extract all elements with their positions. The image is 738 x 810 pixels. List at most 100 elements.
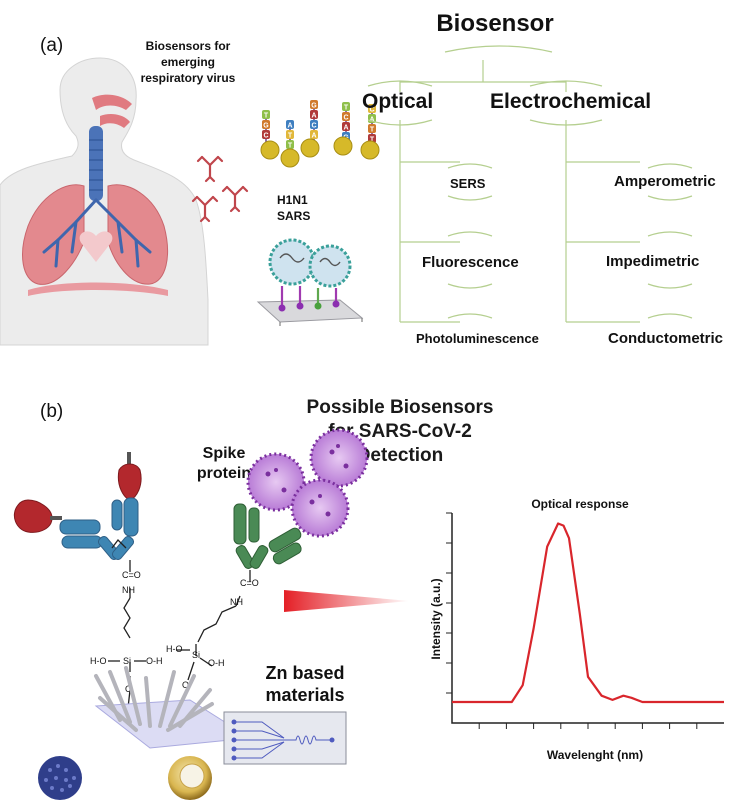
dna-base [342,102,350,111]
zn-nanorods [94,666,214,732]
dna-base [342,132,350,141]
heart [79,231,113,262]
virus-label-sars: SARS [277,209,311,223]
dna-base-letter: T [288,133,293,140]
dna-base-letter: A [311,113,316,120]
caption-line-2: emerging [160,55,215,69]
chem-left-oh: O-H [146,656,163,666]
chart-axes [451,513,724,724]
spike-protein-left [13,499,62,533]
core-shell-nanoparticle [168,756,212,800]
chem-left-ho: H-O [90,656,107,666]
dna-base [286,140,294,149]
panel-b-label: (b) [40,401,64,422]
dna-base-letter: A [369,117,374,124]
virus-label-h1n1: H1N1 [277,193,308,207]
dna-base-letter: C [343,115,348,122]
dna-base [262,130,270,139]
title-line-3: Detection [356,445,444,466]
dna-base-letter: T [288,143,293,150]
dna-base-letter: T [264,113,269,120]
chem-left-co: C=O [122,570,141,580]
caption-line-1: Biosensors for [145,39,231,53]
dna-base [286,120,294,129]
tree-leaf-fluorescence: Fluorescence [422,254,519,271]
tree-leaf-conductometric: Conductometric [608,330,724,347]
dna-base-letter: A [311,133,316,140]
spike-protein-top [117,452,142,501]
chem-left-nh: NH [122,585,135,595]
dna-base-letter: A [343,125,348,132]
dna-base [286,130,294,139]
chart-title: Optical response [531,497,629,511]
antibody-left [59,497,139,561]
chem-right-co: C=O [240,578,259,588]
substrate-plate [94,699,252,749]
chart-series-line [452,522,724,704]
title-line-2: for SARS-CoV-2 [328,421,472,442]
virus-particle-1 [268,238,316,286]
dna-base [310,110,318,119]
body-silhouette [0,57,209,346]
chem-right-ho: H-O [166,644,183,654]
tree-leaf-sers: SERS [450,176,486,191]
dna-base [310,130,318,139]
chem-right-oh: O-H [208,658,225,668]
trachea [89,126,103,201]
dna-base [342,112,350,121]
chem-right-si: Si [192,650,201,660]
chart-ylabel: Intensity (a.u.) [429,578,443,660]
zn-line-2: materials [265,685,345,705]
antibody-middle [233,503,302,569]
oral-cavity [100,114,130,128]
dna-base [368,134,376,143]
nasal-cavity [92,94,132,110]
dna-base-letter: A [287,123,292,130]
dna-base [368,114,376,123]
virus-labels: H1N1 SARS [277,192,310,224]
chart-xlabel: Wavelenght (nm) [546,748,644,762]
right-lung [107,184,168,285]
dna-base-letter: G [263,123,269,130]
spike-line-2: protein [196,465,252,482]
chem-left-o: O [125,684,133,694]
dna-base [310,100,318,109]
chem-right-o: O [182,680,190,690]
porous-nanoparticle [38,756,82,800]
tree-leaf-impedimetric: Impedimetric [606,253,700,270]
electrode-chip [223,711,347,765]
sensor-chip [256,299,364,323]
dna-base-letter: T [370,137,375,144]
dna-base [368,124,376,133]
left-lung [22,184,85,285]
tree-leaf-photoluminescence: Photoluminescence [416,331,539,346]
dna-base [342,122,350,131]
zn-materials-label: Zn based materials [250,662,360,706]
diaphragm [28,282,168,296]
tree-leaf-amperometric: Amperometric [614,173,716,190]
chem-left-si: Si [123,656,132,666]
tree-branch-optical: Optical [362,90,434,113]
tree-branch-electrochemical: Electrochemical [490,90,652,113]
dna-base-letter: C [311,123,316,130]
dna-base-letter: T [344,105,349,112]
dna-base-letter: T [370,127,375,134]
dna-base [262,120,270,129]
panel-a-label: (a) [40,35,64,56]
caption-line-3: respiratory virus [140,71,236,85]
title-line-1: Possible Biosensors [306,397,494,418]
tree-root-label: Biosensor [436,10,554,37]
dna-base [262,110,270,119]
chem-right-nh: NH [230,597,243,607]
spike-line-1: Spike [202,445,246,462]
excitation-beam [284,590,410,612]
spike-protein-label: Spike protein [188,444,260,484]
dna-base-letter: G [343,135,349,142]
panel-b-title: Possible Biosensors for SARS-CoV-2 Detec… [290,396,510,468]
virus-particle-2 [308,244,352,288]
dna-base [310,120,318,129]
panel-a-caption: Biosensors for emerging respiratory viru… [118,38,258,86]
dna-base-letter: G [311,103,317,110]
dna-base-letter: C [263,133,268,140]
zn-line-1: Zn based [265,663,345,683]
